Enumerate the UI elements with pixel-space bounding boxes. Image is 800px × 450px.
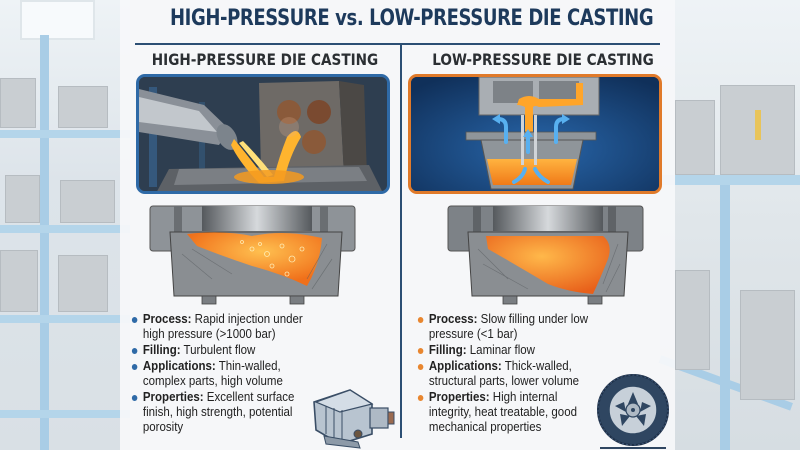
bullet-filling: Filling: Turbulent flow (130, 343, 319, 358)
bullet-properties: Properties: High internal integrity, hea… (416, 390, 590, 435)
bullet-dot-icon (131, 395, 138, 401)
molten-metal-injection-photo (136, 74, 390, 194)
column-divider (400, 44, 402, 438)
bullet-dot-icon (417, 348, 424, 354)
bottom-fill-furnace-diagram (408, 74, 662, 194)
bullet-applications: Applications: Thin-walled, complex parts… (130, 359, 319, 389)
bullet-process: Process: Rapid injection under high pres… (130, 312, 319, 342)
bullet-process: Process: Slow filling under low pressure… (416, 312, 590, 342)
title-underline (135, 43, 660, 45)
low-pressure-heading: LOW-PRESSURE DIE CASTING (432, 50, 654, 69)
bullet-dot-icon (131, 364, 138, 370)
bullet-filling: Filling: Laminar flow (416, 343, 590, 358)
alloy-wheel-icon (596, 362, 670, 450)
low-pressure-cross-section (408, 204, 662, 309)
main-title: HIGH-PRESSURE vs. LOW-PRESSURE DIE CASTI… (169, 6, 654, 31)
high-pressure-column: HIGH-PRESSURE DIE CASTING (130, 44, 400, 449)
comparison-panel: HIGH-PRESSURE vs. LOW-PRESSURE DIE CASTI… (120, 0, 675, 450)
background-left-rack (0, 0, 130, 450)
bullet-dot-icon (131, 317, 138, 323)
bullet-dot-icon (417, 395, 424, 401)
transmission-housing-icon (310, 382, 400, 450)
bullet-applications: Applications: Thick-walled, structural p… (416, 359, 590, 389)
high-pressure-bullets: Process: Rapid injection under high pres… (130, 312, 320, 436)
bullet-dot-icon (131, 348, 138, 354)
high-pressure-cross-section (142, 204, 396, 309)
high-pressure-heading: HIGH-PRESSURE DIE CASTING (151, 50, 379, 69)
bullet-dot-icon (417, 317, 424, 323)
bullet-dot-icon (417, 364, 424, 370)
bullet-properties: Properties: Excellent surface finish, hi… (130, 390, 305, 435)
low-pressure-column: LOW-PRESSURE DIE CASTING (408, 44, 678, 449)
background-right-rack (658, 0, 800, 450)
low-pressure-bullets: Process: Slow filling under low pressure… (416, 312, 591, 436)
